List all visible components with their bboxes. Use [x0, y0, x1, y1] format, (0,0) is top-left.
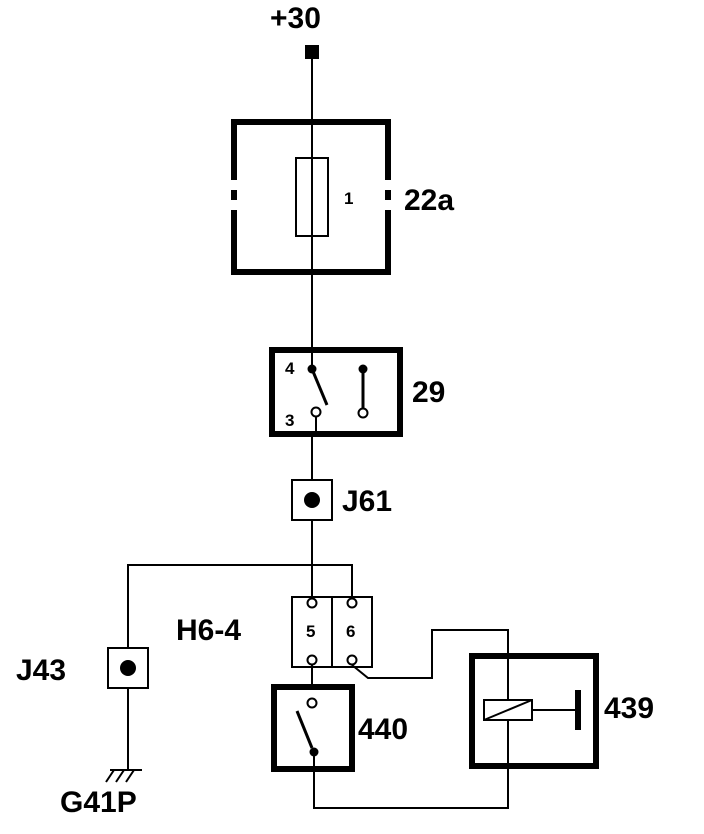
h6-pin-5: 5	[306, 622, 315, 641]
connector-j61-id: J61	[342, 485, 392, 518]
ground-g41p: G41P	[60, 769, 142, 819]
fuse-number: 1	[344, 189, 353, 208]
switch-440: 440	[271, 665, 408, 772]
switch-29: 4 3 29	[269, 347, 445, 437]
supply-label: +30	[270, 2, 321, 35]
h6-pin-6: 6	[346, 622, 355, 641]
supply-terminal	[305, 45, 319, 59]
relay-439: 439	[469, 653, 654, 769]
connector-j61: J61	[291, 479, 392, 521]
switch-29-pin-top: 4	[285, 359, 295, 378]
440-to-439-wire	[313, 752, 509, 809]
connector-h6-id: H6-4	[176, 614, 241, 647]
relay-439-id: 439	[604, 692, 654, 725]
fuse-box-22a: 1 22a	[231, 119, 454, 275]
j43-to-h6-wire	[127, 564, 353, 648]
connector-j43: J43	[16, 647, 149, 689]
h6-to-439-wire	[351, 629, 509, 679]
ground-id: G41P	[60, 786, 137, 819]
connector-j43-id: J43	[16, 654, 66, 687]
fuse-box-id: 22a	[404, 184, 454, 217]
switch-29-id: 29	[412, 376, 445, 409]
switch-29-pin-bottom: 3	[285, 411, 294, 430]
connector-h6-4: 5 6 H6-4	[176, 596, 373, 668]
switch-440-id: 440	[358, 713, 408, 746]
